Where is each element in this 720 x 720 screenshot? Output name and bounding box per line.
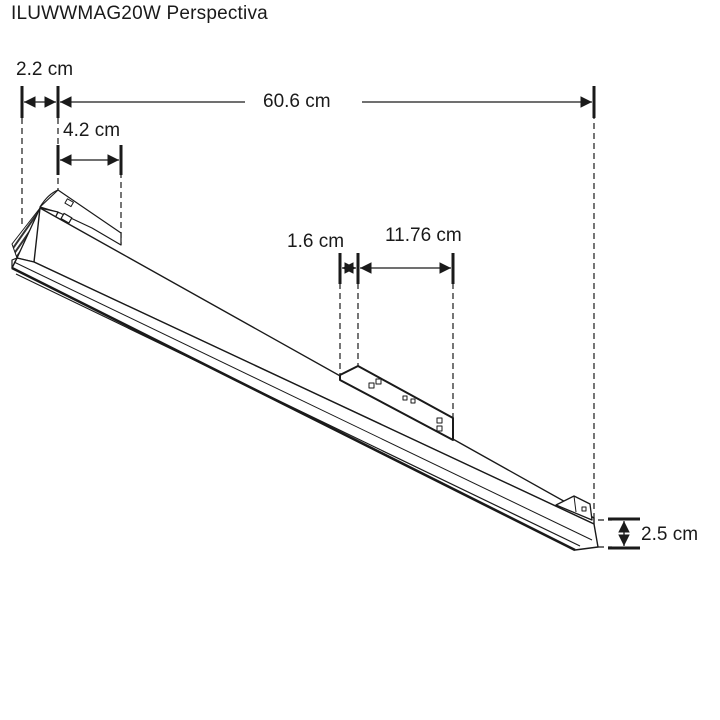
dim-end-offset: 2.2 cm — [16, 59, 74, 81]
extension-lines — [21, 113, 612, 548]
dimension-ticks — [20, 86, 640, 550]
dim-mid-connector-length: 11.76 cm — [385, 225, 462, 247]
dim-connector-width: 4.2 cm — [63, 120, 121, 142]
dimension-lines — [24, 96, 630, 546]
dim-total-length: 60.6 cm — [263, 91, 331, 113]
dim-height: 2.5 cm — [641, 524, 699, 546]
luminaire-body — [11, 189, 599, 552]
dim-mid-gap: 1.6 cm — [287, 231, 345, 253]
drawing-title: ILUWWMAG20W Perspectiva — [11, 3, 268, 24]
